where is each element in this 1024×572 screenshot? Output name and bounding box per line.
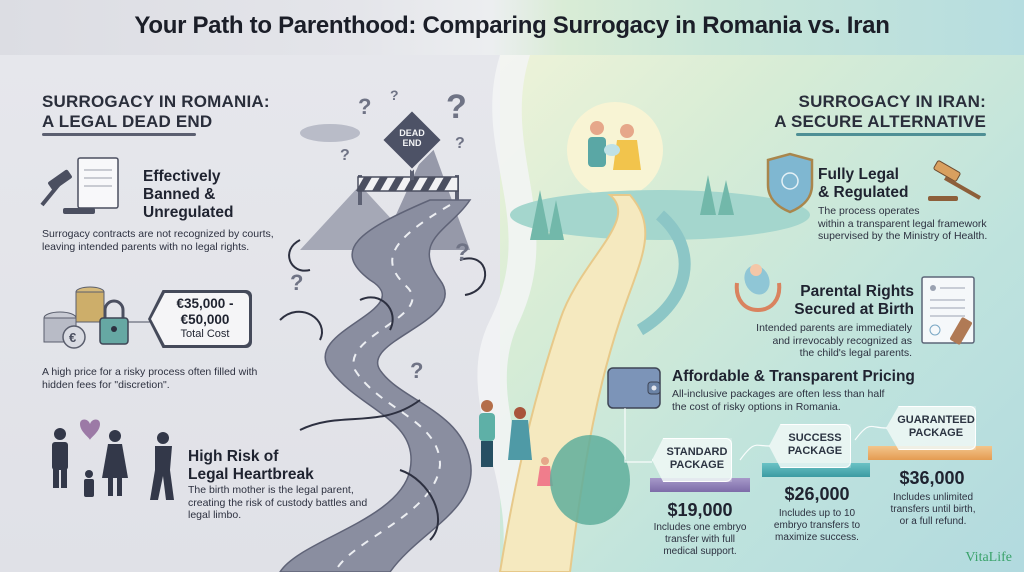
svg-text:?: ? xyxy=(340,147,350,164)
romania-feature-banned-desc: Surrogacy contracts are not recognized b… xyxy=(42,228,274,253)
iran-feature-pricing-desc: All-inclusive packages are often less th… xyxy=(672,388,892,413)
iran-feature-rights-title: Parental Rights Secured at Birth xyxy=(794,283,914,319)
gavel-icon-iran xyxy=(928,160,981,201)
svg-text:?: ? xyxy=(358,94,371,119)
guaranteed-package-price: $36,000 xyxy=(899,468,965,488)
iran-heading-underline xyxy=(796,133,986,136)
desc-line: supervised by the Ministry of Health. xyxy=(818,230,988,242)
dead-end-sign-text: DEAD END xyxy=(397,128,427,148)
gavel-icon xyxy=(40,157,119,214)
desc-line: the cost of risky options in Romania. xyxy=(672,400,841,413)
title-line: Legal Heartbreak xyxy=(188,466,314,483)
brand-logo: VitaLife xyxy=(965,550,1012,565)
title-line: High Risk of xyxy=(188,448,279,465)
sign-line-2: END xyxy=(402,138,422,148)
desc-line: embryo transfers to xyxy=(773,520,861,531)
standard-package-price: $19,000 xyxy=(667,500,733,520)
package-name-line: STANDARD xyxy=(666,446,728,458)
iran-feature-pricing-title: Affordable & Transparent Pricing xyxy=(672,368,915,385)
romania-feature-banned-title: Effectively Banned & Unregulated xyxy=(143,168,233,222)
desc-line: Includes unlimited xyxy=(892,492,974,503)
title-line: Effectively xyxy=(143,168,221,185)
title-line: Secured at Birth xyxy=(794,301,914,318)
romania-heading-line-1: SURROGACY IN ROMANIA: xyxy=(42,92,270,111)
package-name-line: SUCCESS xyxy=(788,432,842,444)
romania-heading-underline xyxy=(42,133,196,136)
desc-line: within a transparent legal framework xyxy=(818,217,987,230)
title-line: & Regulated xyxy=(818,184,909,201)
coins-lock-icon: € xyxy=(43,286,150,349)
desc-line: transfers until birth, xyxy=(890,504,976,515)
desc-line: and irrevocably recognized as xyxy=(772,334,913,347)
question-mark-icons: ? ? ? ? ? ? ? ? xyxy=(290,87,470,383)
desc-line: maximize success. xyxy=(775,532,859,543)
success-package-tag: SUCCESS PACKAGE xyxy=(769,424,851,468)
desc-line: Intended parents are immediately xyxy=(756,322,912,334)
desc-line: or a full refund. xyxy=(899,516,967,527)
wallet-icon xyxy=(607,367,661,409)
sign-line-1: DEAD xyxy=(399,128,425,138)
title-line: Fully Legal xyxy=(818,166,899,183)
svg-text:€: € xyxy=(69,330,76,345)
desc-line: The process operates xyxy=(818,205,920,217)
package-name-line: PACKAGE xyxy=(787,445,843,457)
iran-feature-legal-title: Fully Legal & Regulated xyxy=(818,166,908,202)
title-line: Unregulated xyxy=(143,204,234,221)
romania-heading-line-2: A LEGAL DEAD END xyxy=(42,112,213,131)
svg-text:?: ? xyxy=(290,270,303,295)
desc-line: All-inclusive packages are often less th… xyxy=(672,388,885,400)
title-line: Parental Rights xyxy=(800,283,914,300)
broken-family-icon xyxy=(52,419,174,500)
svg-text:?: ? xyxy=(455,239,470,266)
baby-hands-icon xyxy=(734,264,782,313)
package-name-line: PACKAGE xyxy=(908,427,964,439)
iran-heading-line-2: A SECURE ALTERNATIVE xyxy=(774,112,986,131)
desc-line: Includes one embryo xyxy=(653,522,747,533)
iran-heading-line-1: SURROGACY IN IRAN: xyxy=(798,92,986,111)
package-name-line: PACKAGE xyxy=(669,459,725,471)
price-label: Total Cost xyxy=(180,328,230,340)
desc-line: Includes up to 10 xyxy=(778,508,856,519)
guaranteed-package-tag: GUARANTEED PACKAGE xyxy=(886,406,976,450)
desc-line: the child's legal parents. xyxy=(799,347,912,359)
standard-package-desc: Includes one embryo transfer with full m… xyxy=(640,522,760,558)
legal-document-icon xyxy=(921,276,975,345)
title-line: Banned & xyxy=(143,186,216,203)
romania-price-tag: €35,000 - €50,000 Total Cost xyxy=(151,293,249,345)
romania-feature-heartbreak-desc: The birth mother is the legal parent, cr… xyxy=(188,484,368,521)
iran-feature-legal-desc: The process operates within a transparen… xyxy=(818,205,1018,243)
page-title: Your Path to Parenthood: Comparing Surro… xyxy=(134,12,890,39)
romania-feature-heartbreak-title: High Risk of Legal Heartbreak xyxy=(188,448,314,484)
dead-end-sign-icon xyxy=(380,108,444,172)
romania-feature-cost-desc: A high price for a risky process often f… xyxy=(42,366,258,391)
guaranteed-package-desc: Includes unlimited transfers until birth… xyxy=(874,492,992,528)
shield-icon xyxy=(766,152,814,214)
svg-text:?: ? xyxy=(410,358,423,383)
romania-heading: SURROGACY IN ROMANIA: A LEGAL DEAD END xyxy=(42,92,270,132)
svg-text:?: ? xyxy=(446,88,467,126)
svg-text:?: ? xyxy=(390,87,399,103)
iran-heading: SURROGACY IN IRAN: A SECURE ALTERNATIVE xyxy=(774,92,986,132)
iran-feature-rights-desc: Intended parents are immediately and irr… xyxy=(712,322,912,360)
price-range-line-2: €50,000 xyxy=(180,312,230,327)
desc-line: transfer with full xyxy=(664,534,736,545)
success-package-price: $26,000 xyxy=(784,484,850,504)
package-name-line: GUARANTEED xyxy=(897,414,975,426)
standard-package-tag: STANDARD PACKAGE xyxy=(652,438,732,482)
bright-road-icon xyxy=(498,194,647,572)
price-range-line-1: €35,000 - xyxy=(176,296,234,311)
desc-line: medical support. xyxy=(663,546,737,557)
success-package-desc: Includes up to 10 embryo transfers to ma… xyxy=(760,508,874,544)
svg-text:?: ? xyxy=(455,135,465,152)
